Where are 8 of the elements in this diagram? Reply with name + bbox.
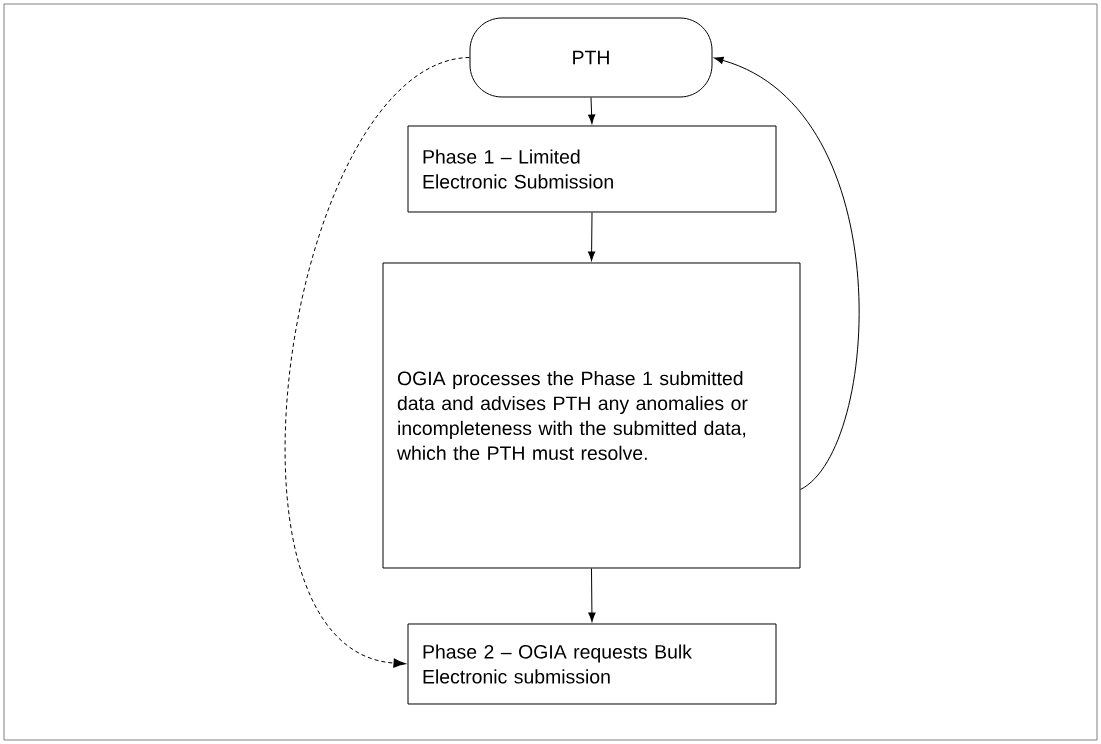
arrow [587, 212, 596, 261]
arrow [284, 57, 470, 668]
process-box: OGIA processes the Phase 1 submitted data and advises PTH any anomalies or incompleteness with the submitted data, which the PTH must resolve. [382, 262, 801, 569]
arrow [714, 56, 860, 490]
process-box: Phase 2 – OGIA requests Bulk Electronic submission [407, 623, 777, 705]
process-box: Phase 1 – Limited Electronic Submission [407, 125, 777, 213]
arrow [588, 568, 596, 622]
arrow [588, 97, 596, 124]
